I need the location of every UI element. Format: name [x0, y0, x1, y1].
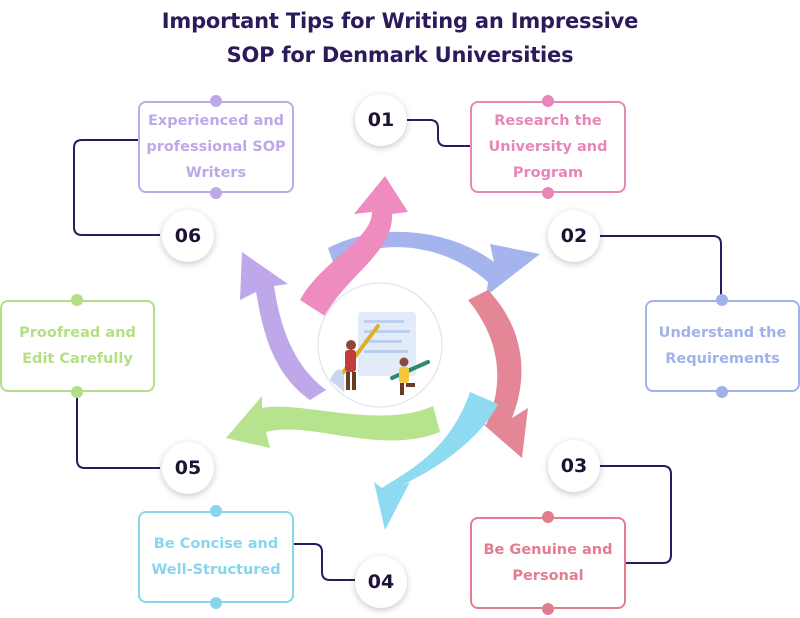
step-01-line-1: Research the	[494, 113, 602, 129]
arrow-01	[300, 176, 408, 316]
connector-06	[73, 139, 160, 236]
arrow-06	[240, 252, 326, 400]
card-04-bottom-dot	[210, 597, 222, 609]
step-number-01: 01	[355, 94, 407, 146]
connector-lines	[73, 119, 722, 581]
card-06-top-dot	[210, 95, 222, 107]
arrow-03	[468, 290, 528, 458]
step-02-line-1: Understand the	[658, 325, 787, 341]
step-02-line-2: Requirements	[665, 351, 780, 367]
step-card-04: Be Concise and Well-Structured	[138, 511, 294, 603]
card-02-bottom-dot	[716, 386, 728, 398]
step-06-line-3: Writers	[185, 165, 247, 181]
writers-illustration	[330, 312, 430, 395]
card-01-top-dot	[542, 95, 554, 107]
card-03-top-dot	[542, 511, 554, 523]
arrow-pinwheel	[226, 176, 540, 530]
step-card-06: Experienced and professional SOP Writers	[138, 101, 294, 193]
card-05-bottom-dot	[71, 386, 83, 398]
step-card-05: Proofread and Edit Carefully	[0, 300, 155, 392]
title-line-2: SOP for Denmark Universities	[226, 43, 574, 67]
card-05-top-dot	[71, 294, 83, 306]
page-title: Important Tips for Writing an Impressive…	[0, 4, 800, 72]
step-01-line-2: University and	[488, 139, 608, 155]
step-number-03: 03	[548, 440, 600, 492]
card-02-top-dot	[716, 294, 728, 306]
step-number-02: 02	[548, 210, 600, 262]
card-01-bottom-dot	[542, 187, 554, 199]
step-04-line-1: Be Concise and	[153, 536, 279, 552]
step-04-line-2: Well-Structured	[151, 562, 281, 578]
arrow-04	[374, 392, 498, 530]
step-number-04: 04	[355, 556, 407, 608]
card-06-bottom-dot	[210, 187, 222, 199]
arrow-02	[328, 231, 540, 296]
step-card-01: Research the University and Program	[470, 101, 626, 193]
connector-05	[76, 392, 160, 469]
step-05-line-2: Edit Carefully	[22, 351, 133, 367]
step-03-line-2: Personal	[512, 568, 584, 584]
title-line-1: Important Tips for Writing an Impressive	[161, 9, 639, 33]
step-card-03: Be Genuine and Personal	[470, 517, 626, 609]
step-01-line-3: Program	[512, 165, 584, 181]
step-number-05: 05	[162, 442, 214, 494]
connector-02	[598, 235, 722, 301]
connector-01	[405, 119, 472, 147]
card-04-top-dot	[210, 505, 222, 517]
card-03-bottom-dot	[542, 603, 554, 615]
arrow-05	[226, 396, 440, 448]
connector-03	[598, 465, 672, 564]
step-card-02: Understand the Requirements	[645, 300, 800, 392]
step-06-line-2: professional SOP	[146, 139, 286, 155]
step-06-line-1: Experienced and	[147, 113, 285, 129]
step-03-line-1: Be Genuine and	[483, 542, 613, 558]
step-number-06: 06	[162, 210, 214, 262]
connector-04	[293, 543, 355, 581]
step-05-line-1: Proofread and	[19, 325, 136, 341]
